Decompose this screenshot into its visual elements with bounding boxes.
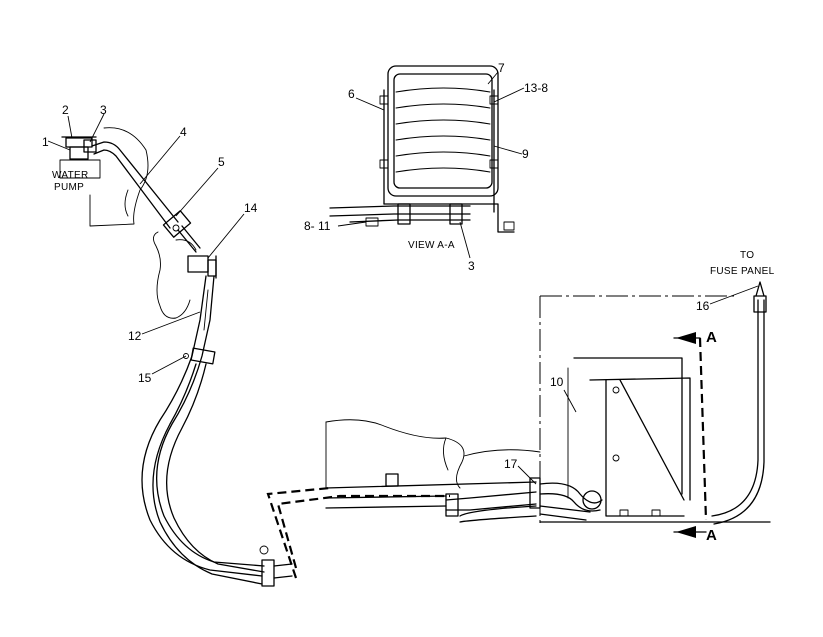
- label-pump: PUMP: [54, 182, 84, 193]
- floor-outline: [325, 419, 541, 489]
- callout-15: 15: [138, 371, 152, 385]
- middle-hoses: [325, 473, 541, 523]
- leader-lines: [47, 71, 759, 485]
- hose-4: [91, 141, 192, 238]
- dashed-tube: [266, 486, 450, 579]
- water-pump: [59, 127, 149, 227]
- wire-16: [711, 281, 767, 525]
- shutoff-valve-14: [177, 225, 217, 279]
- label-to: TO: [740, 250, 754, 261]
- label-fuse-panel: FUSE PANEL: [710, 266, 775, 277]
- callout-7: 7: [498, 61, 505, 75]
- hose-12: [141, 275, 265, 577]
- callout-12: 12: [128, 329, 142, 343]
- callout-5: 5: [218, 155, 225, 169]
- callout-13-8: 13-8: [524, 81, 548, 95]
- bottom-fittings: [259, 545, 293, 587]
- callout-1: 1: [42, 135, 49, 149]
- callout-10: 10: [550, 375, 564, 389]
- view-aa-detail: [329, 65, 515, 233]
- callout-4: 4: [180, 125, 187, 139]
- callout-17: 17: [504, 457, 518, 471]
- section-line-aa: [673, 332, 708, 538]
- callout-3-view: 3: [468, 259, 475, 273]
- hose-15: [152, 363, 265, 585]
- text-labels: WATER PUMP VIEW A-A TO FUSE PANEL A A: [52, 170, 775, 544]
- callout-6: 6: [348, 87, 355, 101]
- callout-numbers: 1 2 3 4 5 14 12 15 6 7 13-8 9 8- 11 3 16…: [42, 61, 710, 471]
- callout-14: 14: [244, 201, 258, 215]
- label-water: WATER: [52, 170, 89, 181]
- callout-9: 9: [522, 147, 529, 161]
- callout-16: 16: [696, 299, 710, 313]
- section-label-bottom: A: [706, 527, 717, 544]
- label-view-aa: VIEW A-A: [408, 240, 455, 251]
- callout-2: 2: [62, 103, 69, 117]
- heater-unit-10: [539, 357, 771, 523]
- heater-hoses: [539, 482, 603, 521]
- phantom-outline: [539, 295, 738, 524]
- callout-3-top: 3: [100, 103, 107, 117]
- section-label-top: A: [706, 329, 717, 346]
- callout-8-11: 8- 11: [304, 219, 331, 233]
